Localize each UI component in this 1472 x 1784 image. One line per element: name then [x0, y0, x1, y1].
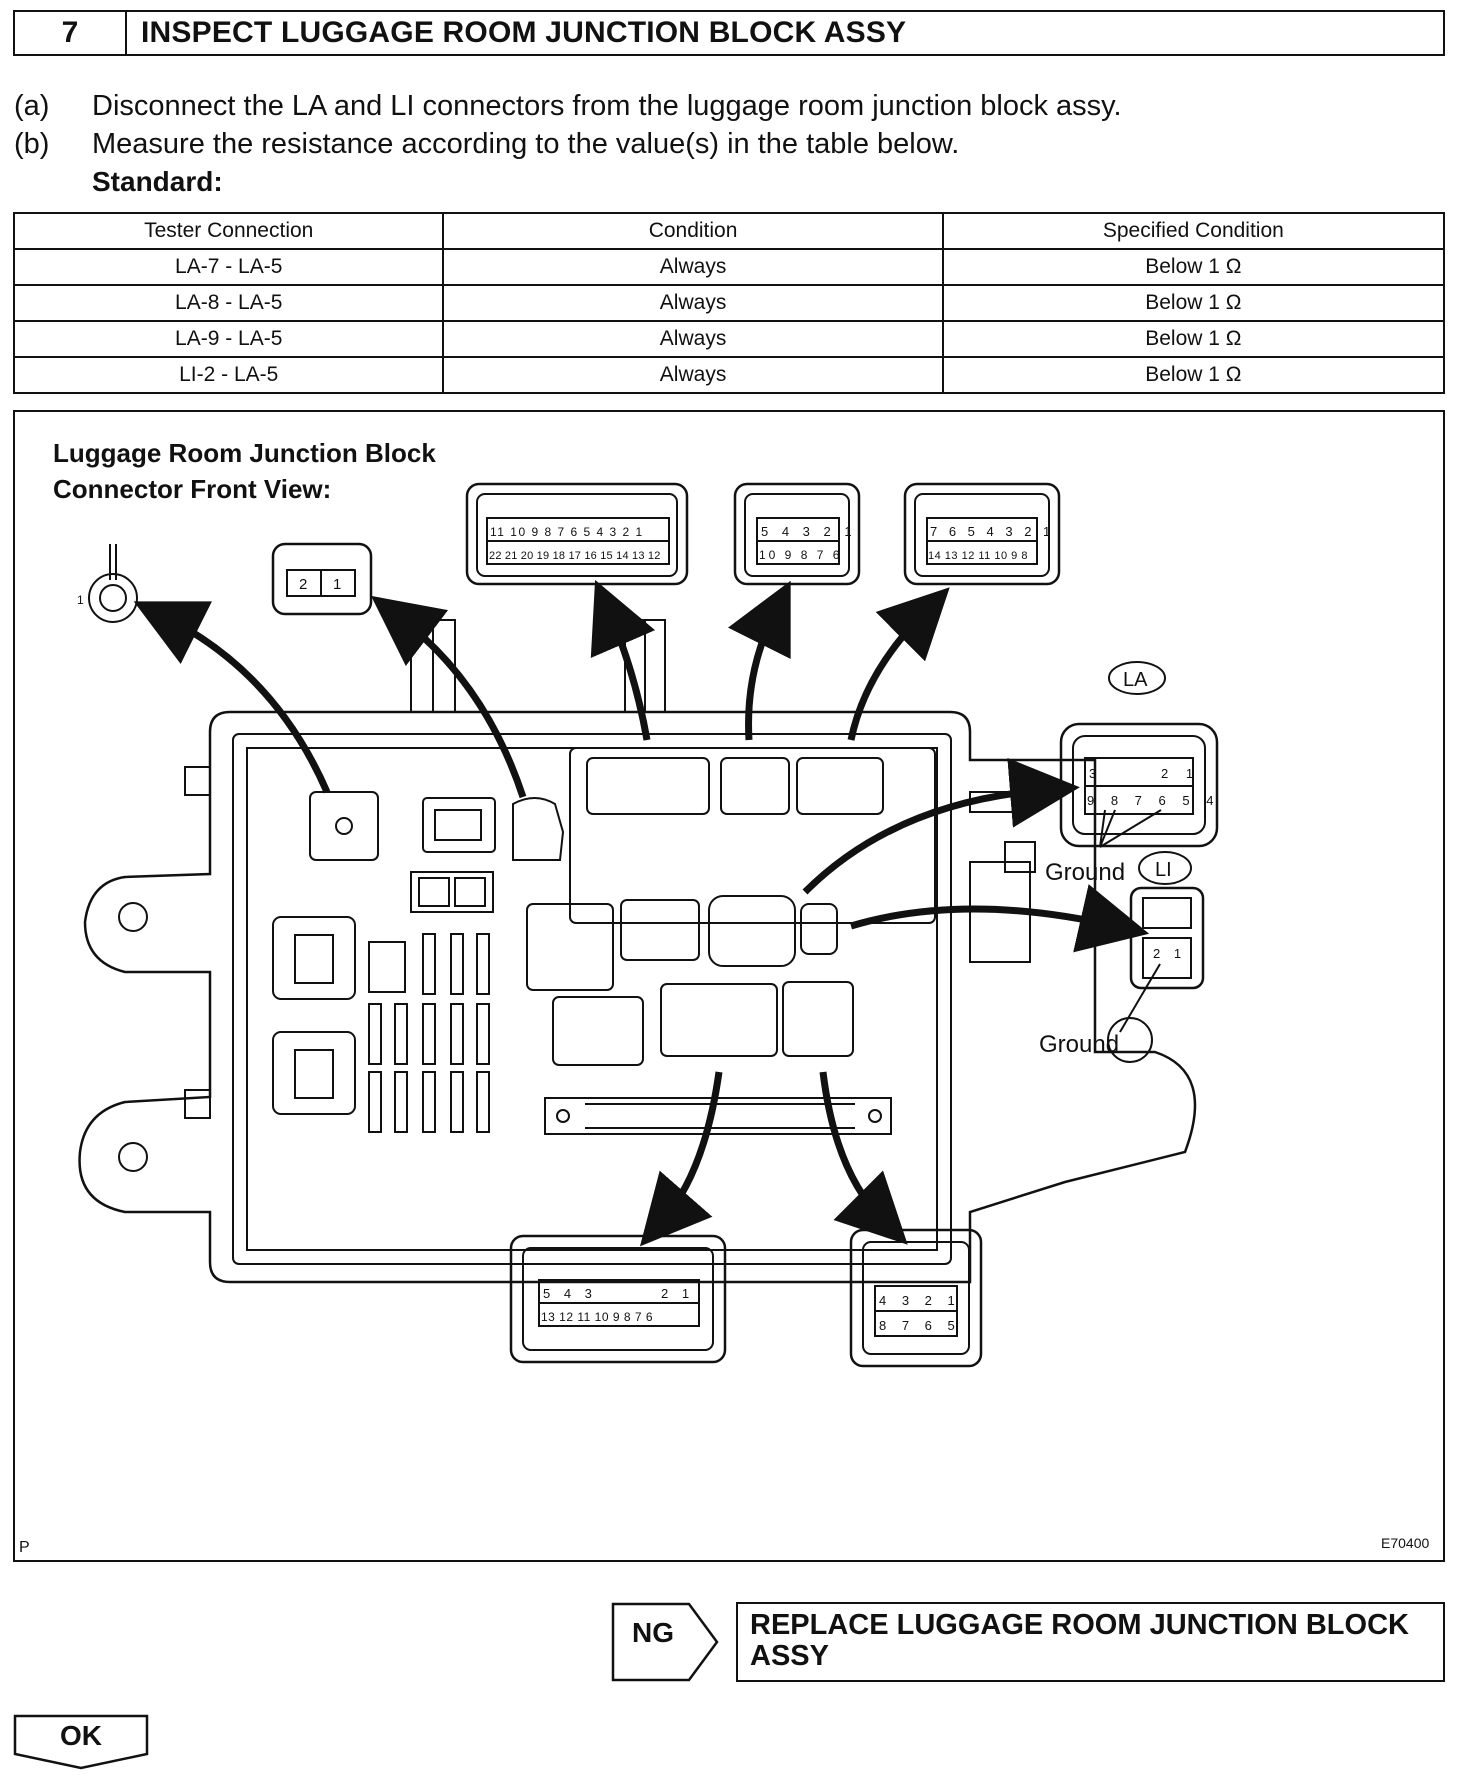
pin-row: 14 13 12 11 10 9 8	[928, 550, 1028, 562]
instruction-b-label: (b)	[14, 128, 50, 160]
table-cell: LA-8 - LA-5	[12, 284, 445, 322]
corner-letter: P	[19, 1539, 30, 1556]
table-header: Tester Connection	[12, 212, 445, 250]
arrow-icon	[850, 884, 1150, 953]
table-cell: Below 1 Ω	[941, 248, 1446, 286]
pin-row: 11 10 9 8 7 6 5 4 3 2 1	[490, 525, 644, 539]
table-row: LI-2 - LA-5 Always Below 1 Ω	[12, 356, 1446, 394]
figure-title-line1: Luggage Room Junction Block	[53, 438, 436, 468]
step-header: 7 INSPECT LUGGAGE ROOM JUNCTION BLOCK AS…	[13, 10, 1445, 56]
pin-row: 22 21 20 19 18 17 16 15 14 13 12	[489, 550, 661, 562]
ng-result-label: NG	[611, 1602, 721, 1682]
instruction-b: (b) Measure the resistance according to …	[14, 128, 1414, 164]
junction-block-diagram: Luggage Room Junction Block Connector Fr…	[19, 438, 1429, 1556]
pin-row: 13 12 11 10 9 8 7 6	[541, 1310, 653, 1324]
table-row: LA-8 - LA-5 Always Below 1 Ω	[12, 284, 1446, 322]
pin-row: 5 4 3	[543, 1286, 597, 1301]
table-cell: Always	[442, 248, 944, 286]
table-cell: Always	[442, 320, 944, 358]
arrow-icon	[133, 601, 331, 794]
ring-terminal: 1	[77, 544, 138, 623]
pin-row: 10 9 8 7 6	[759, 548, 842, 562]
figure-title-line2: Connector Front View:	[53, 474, 331, 504]
pin-row: 4 3 2 1	[879, 1293, 961, 1308]
arrow-icon	[847, 587, 950, 741]
arrow-icon	[728, 580, 791, 741]
ok-arrow-icon	[13, 1714, 149, 1770]
junction-block-body	[78, 619, 1197, 1284]
table-cell: Below 1 Ω	[941, 356, 1446, 394]
pin-row: 5 4 3 2 1	[761, 524, 857, 539]
la-pin-row-bottom: 9 8 7 6 5 4	[1087, 793, 1220, 808]
spec-table: Tester Connection Condition Specified Co…	[12, 212, 1446, 394]
li-pin-row: 2 1	[1153, 946, 1186, 961]
arrow-icon	[590, 579, 656, 741]
table-cell: LA-7 - LA-5	[12, 248, 445, 286]
table-cell: LA-9 - LA-5	[12, 320, 445, 358]
connector-la: LA 3 2 1 9 8 7 6 5 4 Ground	[1045, 661, 1220, 886]
pin-row: 8 7 6 5	[879, 1318, 961, 1333]
ok-result: OK	[13, 1714, 149, 1770]
arrow-icon	[371, 595, 527, 799]
connector-13pin: 5 4 3 2 1 13 12 11 10 9 8 7 6	[509, 1234, 727, 1364]
arrow-icon	[802, 757, 1080, 895]
connector-22pin: 11 10 9 8 7 6 5 4 3 2 1 22 21 20 19 18 1…	[465, 482, 689, 586]
ground-label-la: Ground	[1045, 859, 1125, 886]
pin-row: 7 6 5 4 3 2 1	[930, 524, 1054, 539]
connector-14pin: 7 6 5 4 3 2 1 14 13 12 11 10 9 8	[903, 482, 1061, 586]
standard-label: Standard:	[92, 166, 223, 197]
connector-figure: Luggage Room Junction Block Connector Fr…	[13, 410, 1445, 1562]
step-number: 7	[15, 12, 127, 54]
instruction-b-text: Measure the resistance according to the …	[92, 128, 960, 160]
connector-10pin: 5 4 3 2 1 10 9 8 7 6	[733, 482, 861, 586]
table-cell: Always	[442, 356, 944, 394]
table-row: LA-7 - LA-5 Always Below 1 Ω	[12, 248, 1446, 286]
fuse-array	[368, 933, 490, 1133]
connector-8pin: 4 3 2 1 8 7 6 5	[849, 1228, 983, 1368]
table-cell: Below 1 Ω	[941, 320, 1446, 358]
ng-label: NG	[632, 1617, 674, 1648]
ok-label: OK	[60, 1720, 102, 1751]
table-header: Condition	[442, 212, 944, 250]
table-header-row: Tester Connection Condition Specified Co…	[12, 212, 1446, 250]
connector-li-label: LI	[1155, 859, 1172, 881]
instruction-a: (a) Disconnect the LA and LI connectors …	[14, 90, 1414, 126]
table-row: LA-9 - LA-5 Always Below 1 Ω	[12, 320, 1446, 358]
ground-label-li: Ground	[1039, 1031, 1119, 1058]
step-title: INSPECT LUGGAGE ROOM JUNCTION BLOCK ASSY	[141, 16, 907, 49]
terminal-1-label: 1	[77, 593, 84, 607]
la-pin-row-top: 2 1	[1161, 766, 1200, 781]
table-cell: LI-2 - LA-5	[12, 356, 445, 394]
arrow-icon	[639, 1071, 723, 1247]
table-cell: Below 1 Ω	[941, 284, 1446, 322]
figure-code: E70400	[1381, 1535, 1429, 1551]
connector-2pin: 2 1	[271, 542, 373, 616]
instruction-a-text: Disconnect the LA and LI connectors from…	[92, 90, 1122, 122]
arrow-icon	[819, 1071, 908, 1245]
pin-row: 2 1	[661, 1286, 694, 1301]
connector-la-label: LA	[1123, 669, 1148, 691]
pin-label: 1	[333, 576, 341, 593]
table-cell: Always	[442, 284, 944, 322]
ng-result-text-line2: ASSY	[750, 1640, 829, 1672]
ng-result-action: REPLACE LUGGAGE ROOM JUNCTION BLOCK ASSY	[736, 1602, 1445, 1682]
arrows	[133, 579, 1150, 1247]
table-header: Specified Condition	[941, 212, 1446, 250]
instruction-a-label: (a)	[14, 90, 50, 122]
ng-arrow-icon	[611, 1602, 719, 1682]
pin-label: 2	[299, 576, 307, 593]
ng-result-text-line1: REPLACE LUGGAGE ROOM JUNCTION BLOCK	[750, 1609, 1409, 1641]
connector-li: LI 2 1 Ground	[1039, 851, 1205, 1058]
la-pin-3: 3	[1089, 766, 1096, 781]
